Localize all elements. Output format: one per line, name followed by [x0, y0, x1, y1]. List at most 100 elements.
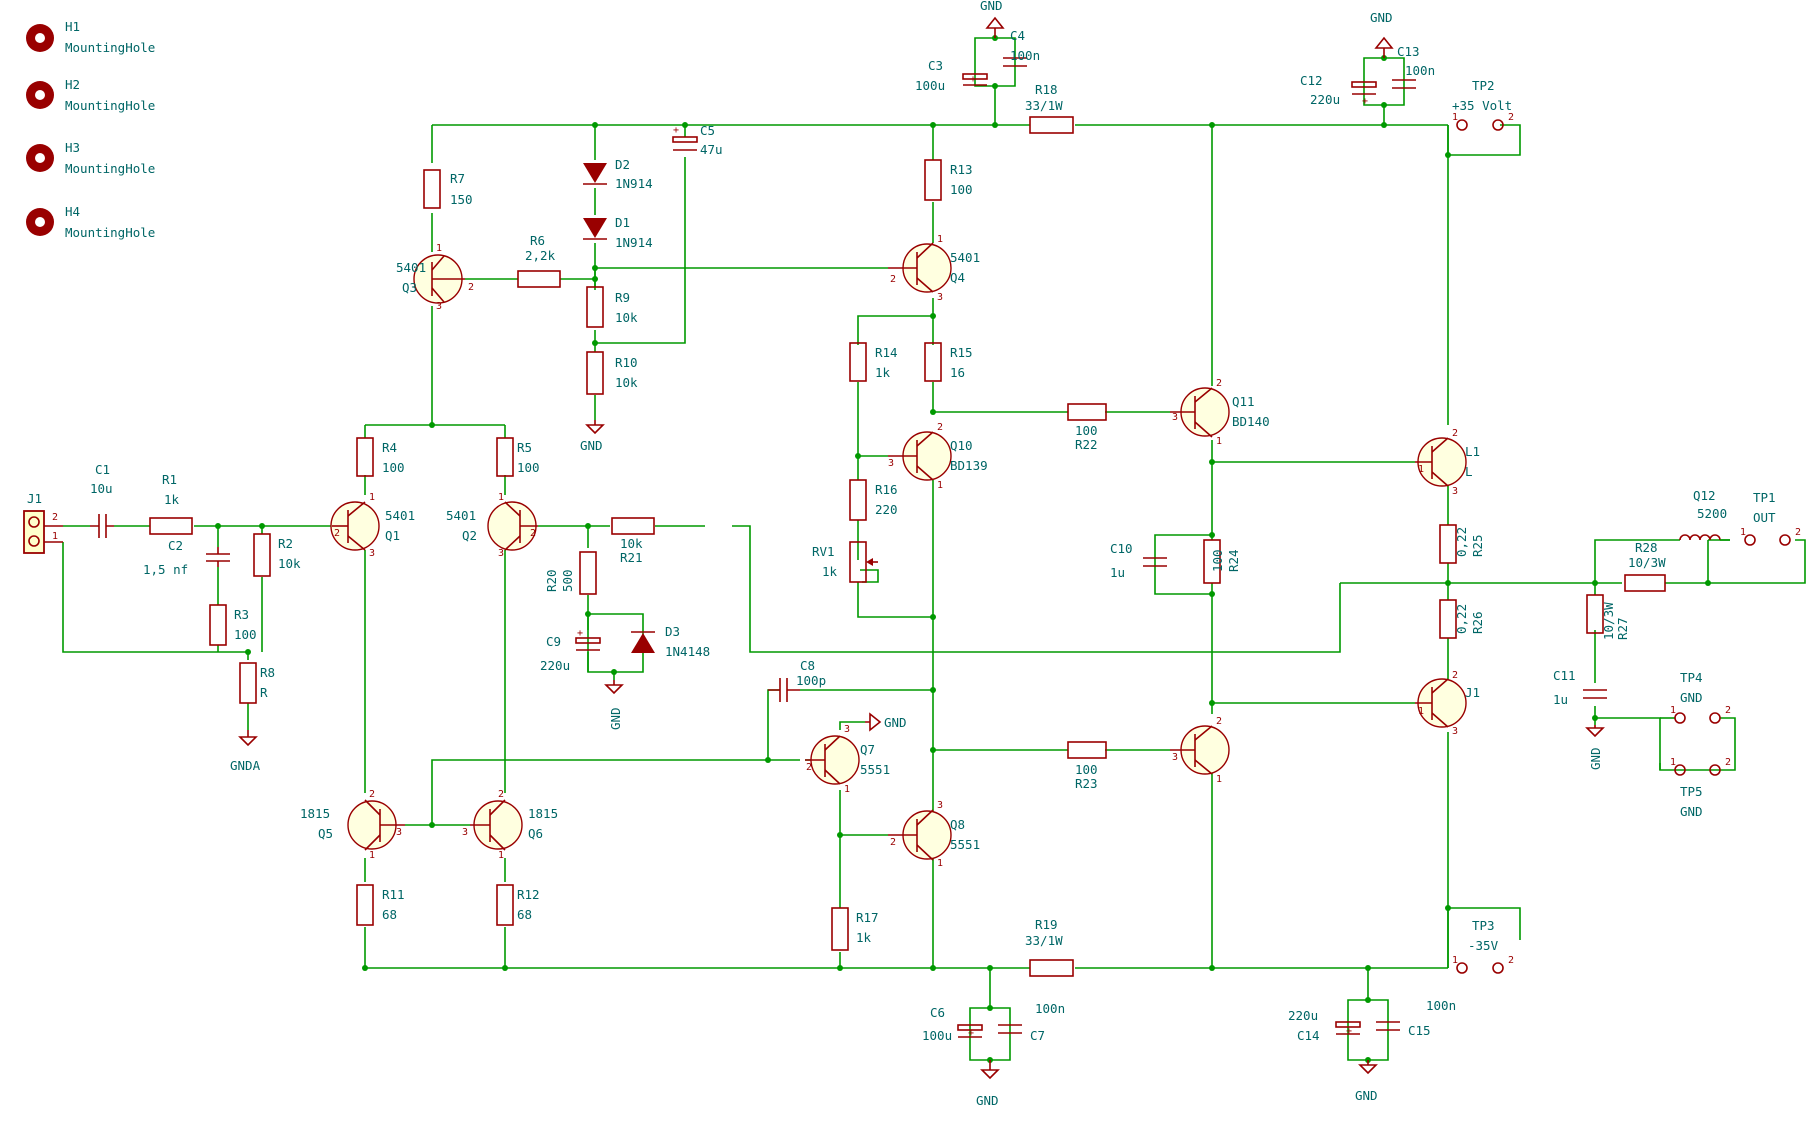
svg-text:R6: R6: [530, 233, 545, 248]
svg-text:R23: R23: [1075, 776, 1098, 791]
resistor-r26: R26 0,22: [1439, 599, 1485, 639]
svg-text:C12: C12: [1300, 73, 1323, 88]
svg-text:C10: C10: [1110, 541, 1133, 556]
svg-text:100: 100: [517, 460, 540, 475]
svg-text:TP1: TP1: [1753, 490, 1776, 505]
svg-text:10k: 10k: [615, 310, 638, 325]
svg-text:L: L: [1465, 464, 1473, 479]
svg-text:R21: R21: [620, 550, 643, 565]
svg-text:R13: R13: [950, 162, 973, 177]
svg-text:2: 2: [1216, 378, 1222, 389]
svg-text:R9: R9: [615, 290, 630, 305]
svg-text:3: 3: [1452, 726, 1458, 737]
transistor-q11: [1170, 725, 1230, 775]
svg-text:5401: 5401: [950, 250, 980, 265]
svg-text:C8: C8: [800, 658, 815, 673]
test-point-tp2: TP2 +35 Volt: [1452, 78, 1512, 131]
gnd-symbol-c12c13: GND: [1370, 10, 1394, 58]
svg-text:TP5: TP5: [1680, 784, 1703, 799]
svg-text:1: 1: [1452, 112, 1458, 123]
svg-text:D2: D2: [615, 157, 630, 172]
svg-text:2: 2: [1795, 527, 1801, 538]
gnd-symbol-q7: GND: [865, 712, 907, 732]
svg-text:C1: C1: [95, 462, 110, 477]
gnd-symbol-c3c4: GND: [980, 0, 1005, 38]
svg-text:H3: H3: [65, 140, 80, 155]
svg-text:R12: R12: [517, 887, 540, 902]
svg-text:J1: J1: [1465, 685, 1480, 700]
svg-text:100: 100: [950, 182, 973, 197]
svg-text:1815: 1815: [300, 806, 330, 821]
svg-text:R15: R15: [950, 345, 973, 360]
svg-text:R26: R26: [1470, 611, 1485, 634]
svg-text:+: +: [673, 125, 679, 136]
svg-text:Q10: Q10: [950, 438, 973, 453]
gnd-symbol-r10: GND: [580, 420, 605, 453]
transistor-q13: J1: [1415, 678, 1480, 728]
svg-text:1: 1: [52, 531, 58, 542]
svg-text:100u: 100u: [922, 1028, 952, 1043]
svg-text:2: 2: [334, 528, 340, 539]
mounting-hole-h2: H2 MountingHole: [26, 77, 155, 113]
svg-text:100u: 100u: [915, 78, 945, 93]
svg-text:2: 2: [806, 762, 812, 773]
svg-text:BD140: BD140: [1232, 414, 1270, 429]
svg-text:+: +: [970, 74, 976, 85]
mounting-holes: H1 MountingHole H2 MountingHole H3 Mount…: [26, 19, 155, 240]
resistor-r20: R20 500: [544, 551, 597, 595]
svg-text:Q8: Q8: [950, 817, 965, 832]
resistor-r8: R8R: [239, 662, 275, 704]
junctions: [215, 35, 1711, 1063]
svg-text:2: 2: [369, 789, 375, 800]
svg-text:R28: R28: [1635, 540, 1658, 555]
svg-text:TP3: TP3: [1472, 918, 1495, 933]
svg-text:1: 1: [1670, 705, 1676, 716]
svg-text:47u: 47u: [700, 142, 723, 157]
svg-text:C14: C14: [1297, 1028, 1320, 1043]
svg-text:2: 2: [1216, 716, 1222, 727]
svg-text:C9: C9: [546, 634, 561, 649]
svg-text:1815: 1815: [528, 806, 558, 821]
svg-text:1: 1: [1216, 436, 1222, 447]
svg-text:10u: 10u: [90, 481, 113, 496]
svg-text:2,2k: 2,2k: [525, 248, 556, 263]
svg-text:1u: 1u: [1553, 692, 1568, 707]
svg-text:1: 1: [1216, 774, 1222, 785]
svg-text:GND: GND: [1680, 690, 1703, 705]
svg-text:1k: 1k: [164, 492, 180, 507]
svg-text:5401: 5401: [446, 508, 476, 523]
svg-text:10k: 10k: [620, 536, 643, 551]
svg-text:2: 2: [1452, 428, 1458, 439]
svg-text:R27: R27: [1615, 617, 1630, 640]
svg-text:R16: R16: [875, 482, 898, 497]
svg-text:3: 3: [498, 548, 504, 559]
connector-j1: J1 2 1: [23, 491, 63, 554]
svg-text:R2: R2: [278, 536, 293, 551]
svg-text:0,22: 0,22: [1454, 604, 1469, 634]
svg-text:1: 1: [1418, 464, 1424, 475]
svg-text:68: 68: [517, 907, 532, 922]
svg-text:1: 1: [1740, 527, 1746, 538]
svg-text:R17: R17: [856, 910, 879, 925]
svg-text:L1: L1: [1465, 444, 1480, 459]
svg-text:3: 3: [844, 724, 850, 735]
svg-text:1: 1: [498, 492, 504, 503]
svg-text:Q3: Q3: [402, 280, 417, 295]
svg-text:100: 100: [1075, 762, 1098, 777]
svg-text:220u: 220u: [1288, 1008, 1318, 1023]
svg-text:GND: GND: [608, 707, 623, 730]
